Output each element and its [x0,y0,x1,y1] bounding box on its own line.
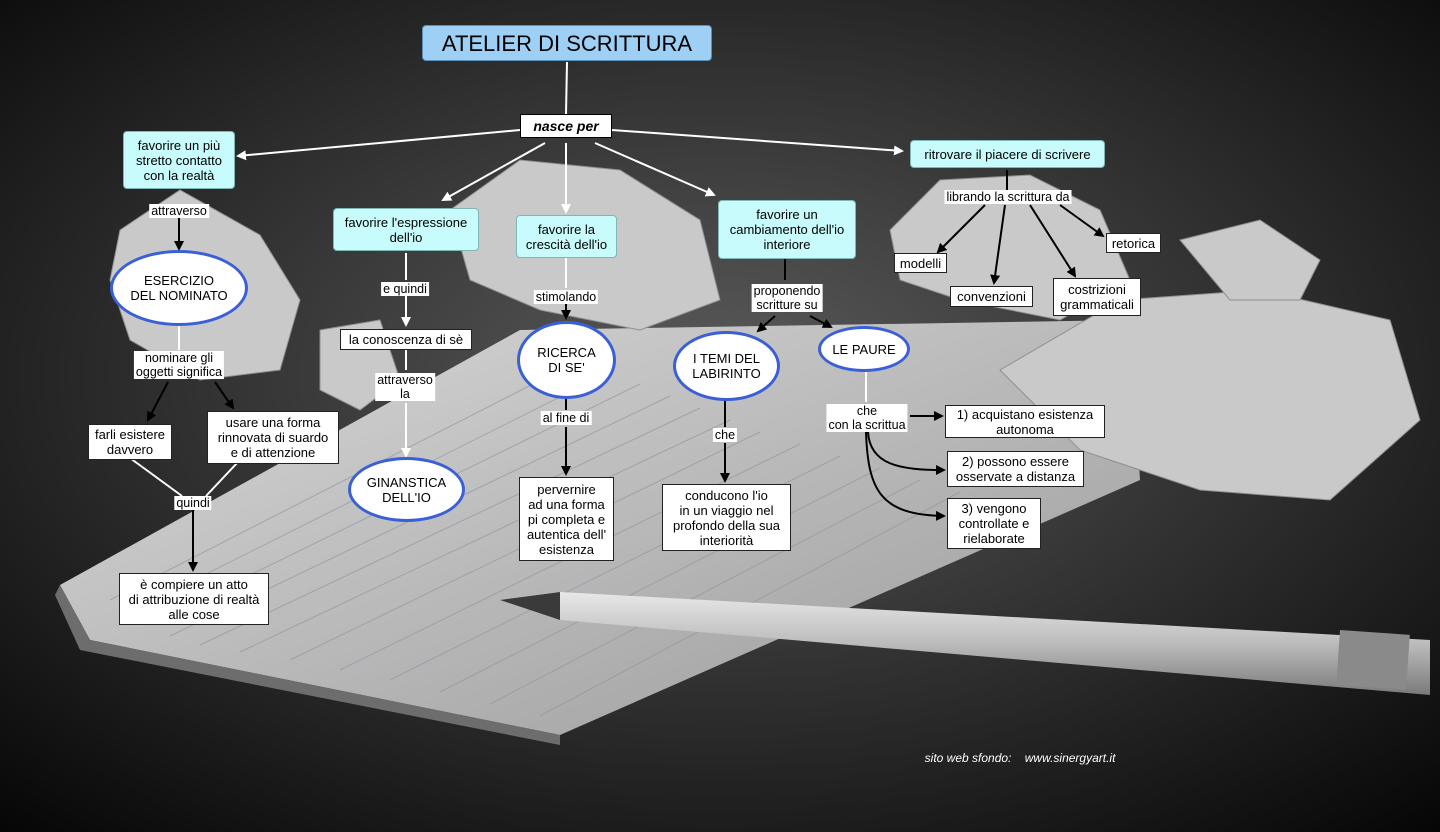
concept-modelli: modelli [894,253,947,273]
link-e-quindi: e quindi [381,282,429,296]
concept-conoscenza-se: la conoscenza di sè [340,329,472,350]
link-librando: librando la scrittura da [944,190,1072,204]
concept-esercizio-nominato: ESERCIZIO DEL NOMINATO [110,250,248,326]
concept-conducono-io: conducono l'io in un viaggio nel profond… [662,484,791,551]
concept-retorica: retorica [1106,233,1161,253]
concept-paure-1: 1) acquistano esistenza autonoma [945,405,1105,438]
background-credit: sito web sfondo: www.sinergyart.it [918,737,1116,765]
concept-contatto-realta: favorire un più stretto contatto con la … [123,131,235,189]
link-al-fine-di: al fine di [540,411,592,425]
link-nominare: nominare gli oggetti significa [133,351,225,379]
concept-compiere-atto: è compiere un atto di attribuzione di re… [119,573,269,625]
link-quindi: quindi [174,496,212,510]
concept-costrizioni: costrizioni grammaticali [1053,278,1141,316]
link-stimolando: stimolando [533,290,599,304]
link-attraverso: attraverso [149,204,209,218]
concept-convenzioni: convenzioni [950,286,1033,307]
concept-crescita-io: favorire la crescità dell'io [516,215,617,258]
link-attraverso-la: attraverso la [375,373,435,401]
credit-url: www.sinergyart.it [1024,751,1116,765]
link-che-scrittura: che con la scrittua [826,404,908,432]
concept-paure-2: 2) possono essere osservate a distanza [947,451,1084,487]
credit-label: sito web sfondo: [924,751,1012,765]
concept-ricerca-se: RICERCA DI SE' [517,321,616,399]
concept-farli-esistere: farli esistere davvero [88,424,172,460]
concept-pervenire-forma: pervernire ad una forma pi completa e au… [519,477,614,561]
concept-temi-labirinto: I TEMI DEL LABIRINTO [673,331,780,401]
concept-espressione-io: favorire l'espressione dell'io [333,208,479,251]
pencil [500,592,1430,695]
concept-piacere-scrivere: ritrovare il piacere di scrivere [910,140,1105,168]
map-title: ATELIER DI SCRITTURA [422,25,712,61]
concept-paure: LE PAURE [818,326,910,372]
concept-usare-forma: usare una forma rinnovata di suardo e di… [207,411,339,464]
concept-ginnastica-io: GINANSTICA DELL'IO [348,457,465,522]
link-proponendo: proponendo scritture su [751,284,823,312]
link-che: che [712,428,738,442]
link-nasce-per: nasce per [520,114,612,138]
concept-paure-3: 3) vengono controllate e rielaborate [947,498,1041,549]
concept-cambiamento-io: favorire un cambiamento dell'io interior… [718,200,856,259]
